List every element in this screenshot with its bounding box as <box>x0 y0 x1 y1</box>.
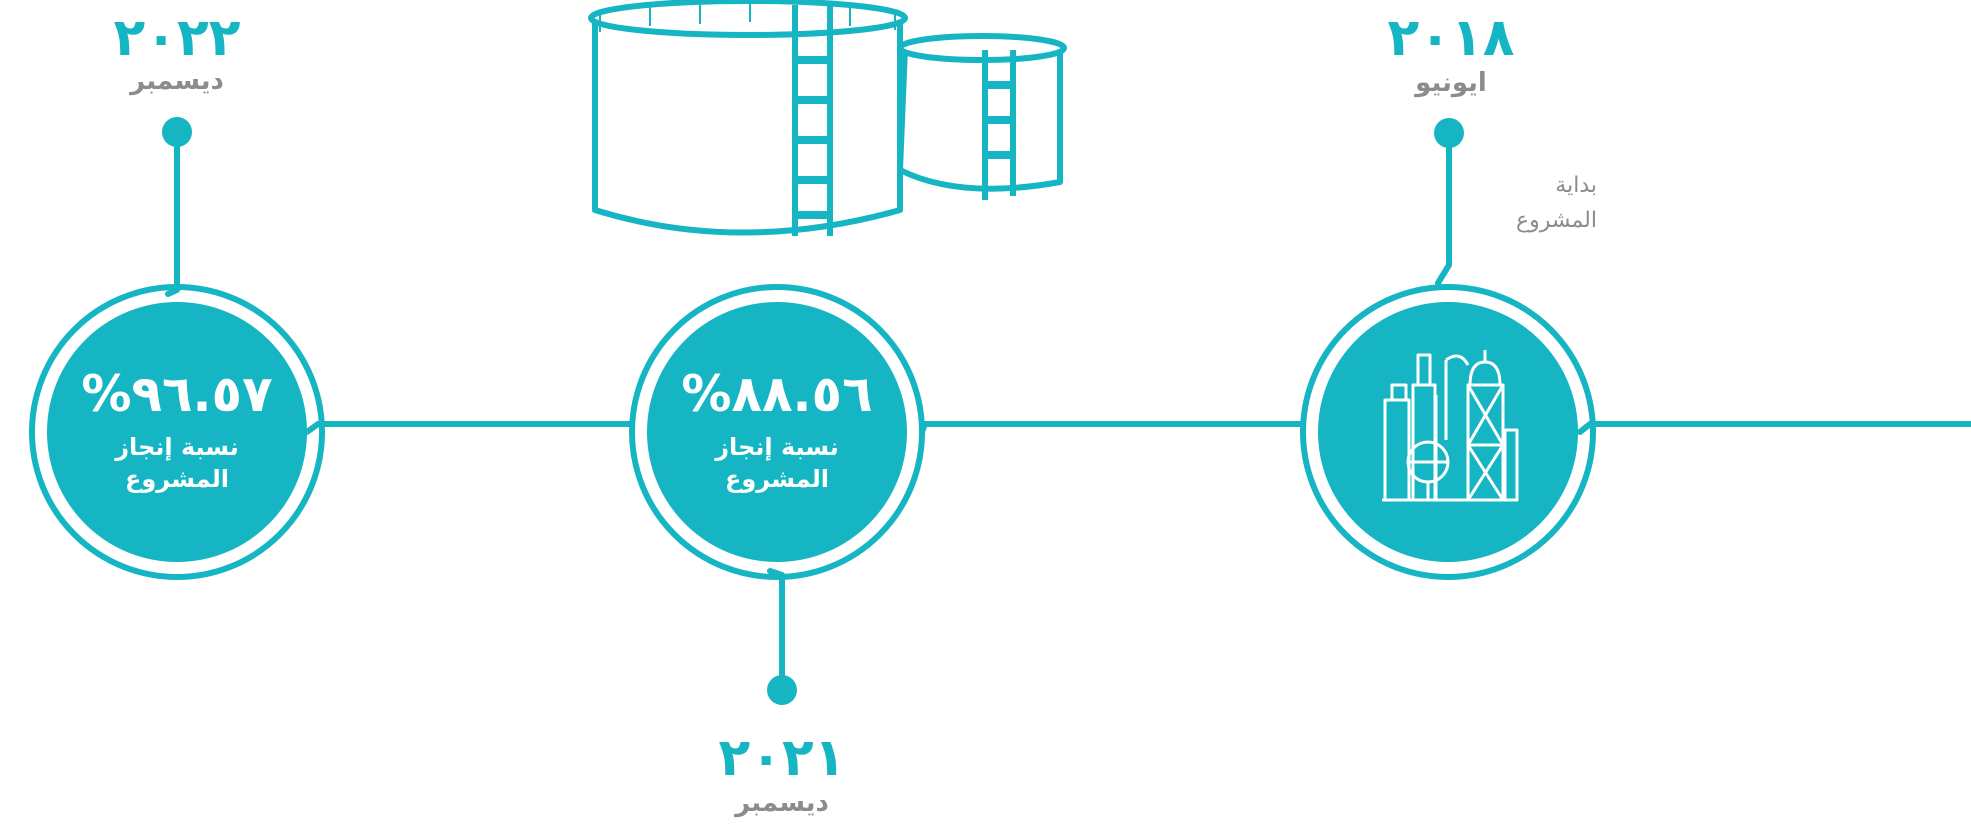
dot-2018 <box>1434 118 1464 148</box>
month-label: ديسمبر <box>735 788 829 818</box>
timeline-line-middle <box>919 421 1305 435</box>
disc-2018-fill <box>1318 302 1578 562</box>
progress-percentage: %٨٨.٥٦ <box>681 364 873 423</box>
progress-label: نسبة إنجاز المشروع <box>715 432 839 493</box>
stem-2022 <box>165 124 180 297</box>
year-label: ٢٠٢١ <box>718 728 846 788</box>
ring-2018 <box>1300 284 1596 580</box>
progress-percentage: %٩٦.٥٧ <box>81 364 273 423</box>
progress-disc: %٩٦.٥٧ نسبة إنجاز المشروع <box>47 302 307 562</box>
month-label: ديسمبر <box>130 66 224 96</box>
timeline-line-left <box>304 421 635 435</box>
year-label: ٢٠١٨ <box>1387 8 1515 68</box>
stem-2021 <box>767 568 785 695</box>
month-label: ايونيو <box>1415 68 1487 98</box>
dot-2022 <box>162 117 192 147</box>
year-label: ٢٠٢٢ <box>113 8 241 68</box>
timeline-line-right <box>1577 421 1971 435</box>
refinery-icon <box>1382 350 1519 502</box>
ring-2022 <box>29 284 325 580</box>
stem-2018 <box>1435 127 1452 286</box>
dot-2021 <box>767 675 797 705</box>
progress-disc: %٨٨.٥٦ نسبة إنجاز المشروع <box>647 302 907 562</box>
milestone-note: بداية المشروع <box>1515 173 1597 234</box>
progress-label: نسبة إنجاز المشروع <box>115 432 239 493</box>
ring-2021 <box>629 284 925 580</box>
